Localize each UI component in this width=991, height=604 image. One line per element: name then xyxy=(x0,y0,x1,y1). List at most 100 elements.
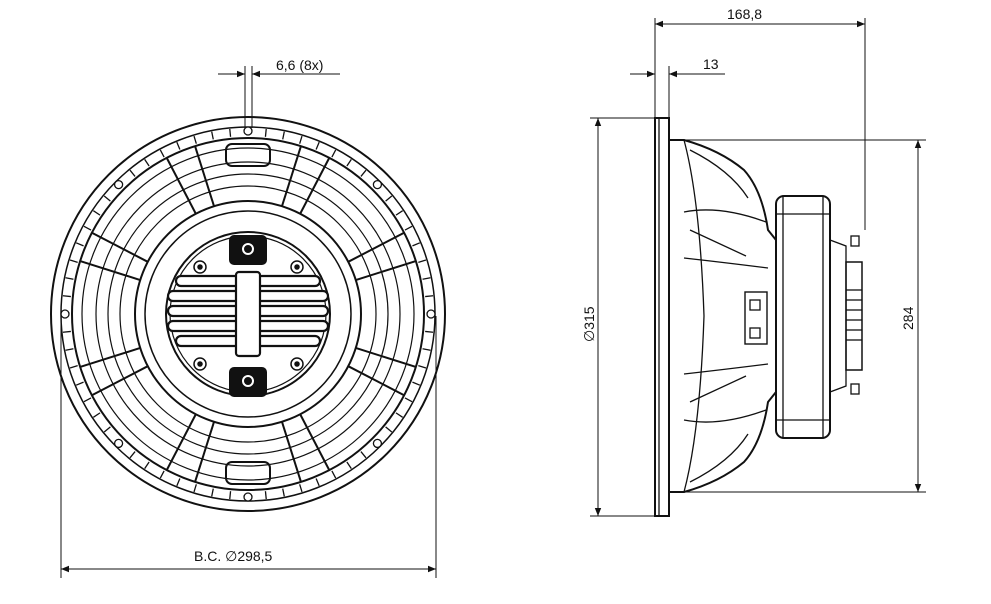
flange-slot xyxy=(103,195,111,202)
frame-spoke xyxy=(281,421,302,483)
flange-slot xyxy=(418,259,427,263)
cutout-height-label: 284 xyxy=(900,306,916,330)
flange-slot xyxy=(422,277,431,280)
terminal-block-top xyxy=(229,235,267,265)
flange-slot xyxy=(229,491,232,500)
flange-slot xyxy=(69,365,78,369)
flange-slot xyxy=(159,149,165,158)
mounting-hole xyxy=(113,179,124,190)
frame-spoke xyxy=(91,231,149,263)
flange-slot xyxy=(129,169,136,177)
frame-spoke xyxy=(194,145,215,207)
flange-slot xyxy=(282,488,285,497)
cutout-height-dimension xyxy=(684,139,926,493)
flange-slot xyxy=(282,131,285,140)
flange-slot xyxy=(425,295,434,298)
flange-slot xyxy=(83,225,92,231)
flange-slot xyxy=(315,478,320,487)
frame-spoke xyxy=(347,231,405,263)
flange-slot xyxy=(346,461,352,470)
flange-slot xyxy=(193,484,197,493)
flange-slot xyxy=(385,195,393,202)
flange-slot xyxy=(331,470,337,479)
flange-slot xyxy=(144,158,150,167)
frame-spokes xyxy=(79,145,417,483)
flange-slot xyxy=(412,242,421,247)
heatsink-fins xyxy=(166,270,330,358)
frame-spoke xyxy=(299,413,331,471)
flange-slot xyxy=(422,348,431,351)
flange-slot xyxy=(412,381,421,386)
flange-slot xyxy=(418,365,427,369)
mounting-hole xyxy=(372,179,383,190)
mounting-hole xyxy=(243,126,253,136)
terminal-block-bottom xyxy=(229,367,267,397)
motor-screws xyxy=(193,260,304,371)
flange-slot xyxy=(129,451,136,459)
motor-outer-ring xyxy=(134,200,362,428)
hole-spec-label: 6,6 (8x) xyxy=(276,57,323,73)
flange-slot xyxy=(65,348,74,351)
flange-slot xyxy=(62,295,71,298)
flange-slot xyxy=(211,131,214,140)
frame-spoke xyxy=(347,365,405,397)
flange-slot xyxy=(103,426,111,433)
flange-slot xyxy=(385,426,393,433)
flange-slot xyxy=(404,225,413,231)
frame-spoke xyxy=(91,365,149,397)
bolt-circle-dimension xyxy=(60,316,437,578)
flange-slot xyxy=(404,397,413,403)
flange-slots xyxy=(62,128,434,500)
flange-slot xyxy=(331,149,337,158)
flange-slot xyxy=(315,141,320,150)
flange-slot xyxy=(193,135,197,144)
flange-slot xyxy=(83,397,92,403)
frame-spoke xyxy=(299,157,331,215)
flange-slot xyxy=(62,330,71,333)
side-view xyxy=(654,117,863,517)
frame-outer-ring xyxy=(50,116,446,512)
flange-slot xyxy=(264,128,267,137)
depth-dimension xyxy=(654,18,866,230)
flange-slot xyxy=(69,259,78,263)
flange-thickness-dimension xyxy=(630,66,725,118)
front-view xyxy=(50,116,446,512)
mounting-holes xyxy=(60,126,436,502)
flange-slot xyxy=(395,210,404,216)
frame-spoke xyxy=(165,157,197,215)
flange-slot xyxy=(264,491,267,500)
flange-slot xyxy=(425,330,434,333)
frame-spoke xyxy=(194,421,215,483)
mounting-hole xyxy=(243,492,253,502)
flange-slot xyxy=(176,478,181,487)
mounting-hole xyxy=(113,438,124,449)
flange-slot xyxy=(299,484,303,493)
flange-slot xyxy=(144,461,150,470)
flange-thickness-label: 13 xyxy=(703,56,719,72)
frame-spoke xyxy=(79,260,141,281)
frame-spoke xyxy=(355,260,417,281)
terminal-plate xyxy=(744,291,768,345)
mounting-hole xyxy=(426,309,436,319)
outer-diameter-dimension xyxy=(590,117,655,517)
flange-slot xyxy=(75,381,84,386)
flange-slot xyxy=(360,451,367,459)
mounting-hole xyxy=(372,438,383,449)
flange-slot xyxy=(211,488,214,497)
magnet-assembly xyxy=(775,195,831,439)
flange-slot xyxy=(65,277,74,280)
flange-slot xyxy=(360,169,367,177)
total-depth-label: 168,8 xyxy=(727,6,762,22)
flange-slot xyxy=(229,128,232,137)
flange-slot xyxy=(346,158,352,167)
frame-spoke xyxy=(79,347,141,368)
flange-slot xyxy=(395,412,404,418)
flange-slot xyxy=(176,141,181,150)
hole-dimension xyxy=(218,66,340,128)
flange-slot xyxy=(92,412,101,418)
flange xyxy=(654,117,670,517)
basket-outline xyxy=(669,139,777,493)
mounting-hole xyxy=(60,309,70,319)
frame-spoke xyxy=(165,413,197,471)
